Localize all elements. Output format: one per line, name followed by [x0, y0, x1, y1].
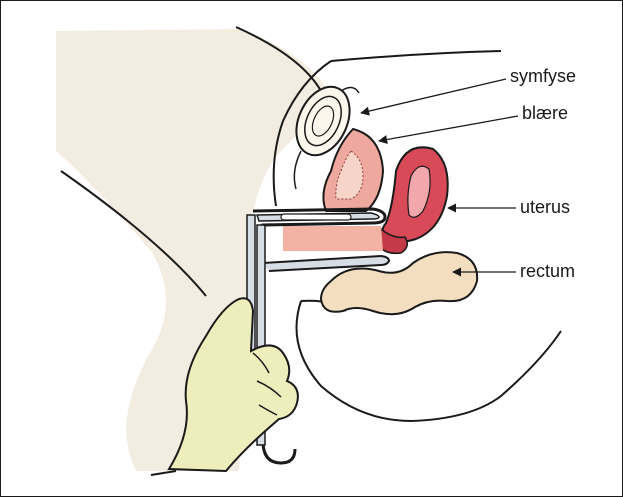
arrow-symfyse — [361, 79, 506, 113]
label-symfyse: symfyse — [510, 67, 576, 85]
buttock-outline — [297, 301, 562, 421]
wrist-line — [151, 471, 176, 475]
arrow-blaere — [379, 116, 518, 141]
label-blaere: blære — [522, 104, 568, 122]
vaginal-canal — [283, 226, 383, 251]
label-rectum: rectum — [520, 262, 575, 280]
label-uterus: uterus — [520, 198, 570, 216]
back-outline — [331, 51, 501, 61]
uterus — [379, 147, 448, 253]
